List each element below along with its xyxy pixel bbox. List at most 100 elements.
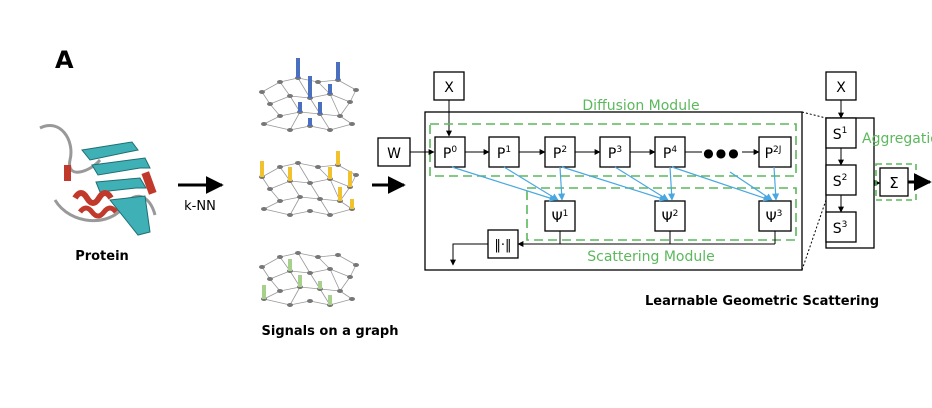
graph-node <box>315 255 321 259</box>
graph-edge <box>309 268 331 274</box>
graph-edge <box>329 93 341 117</box>
graph-edge <box>317 164 339 168</box>
graph-edge <box>339 101 351 117</box>
graph-node <box>327 128 333 132</box>
diffusion-node-p1: P1 <box>488 136 520 168</box>
graph-node <box>327 213 333 217</box>
graph-edge <box>289 210 311 216</box>
graph-edge <box>269 270 291 280</box>
graph-edge <box>329 178 351 188</box>
graph-edge <box>309 182 321 200</box>
graph-edge <box>349 264 357 278</box>
signal-graph-layer <box>259 58 359 132</box>
svg-text:P1: P1 <box>497 145 511 162</box>
signal-graphs <box>259 58 359 307</box>
graph-edge <box>309 300 331 306</box>
graph-edge <box>317 79 339 83</box>
signals-caption: Signals on a graph <box>262 324 399 339</box>
graph-edge <box>269 103 281 117</box>
graph-edge <box>261 166 281 178</box>
graph-edge <box>329 298 353 306</box>
agg-input-x: X <box>836 80 846 96</box>
scattering-module-box <box>526 187 797 241</box>
graph-edge <box>337 254 357 266</box>
svg-text:S2: S2 <box>833 173 848 190</box>
signal-stick <box>328 84 332 94</box>
graph-node <box>261 207 267 211</box>
graph-node <box>307 271 313 275</box>
graph-edge <box>289 95 311 99</box>
graph-node <box>261 122 267 126</box>
graph-edge <box>337 164 357 176</box>
diffusion-node-p2j: P2J <box>758 136 792 168</box>
graph-edge <box>263 115 281 125</box>
signal-stick <box>308 118 312 126</box>
diffusion-ellipsis: ●●● <box>703 146 740 160</box>
signal-stick <box>288 167 292 181</box>
graph-edge <box>263 298 291 306</box>
signal-stick <box>318 281 322 289</box>
graph-node <box>259 265 265 269</box>
signal-stick <box>318 102 322 114</box>
panel-letter: A <box>55 46 74 74</box>
signal-stick <box>336 62 340 80</box>
signal-graph-layer <box>259 251 359 307</box>
svg-text:P2J: P2J <box>765 145 782 162</box>
graph-edge <box>309 93 331 99</box>
graph-edge <box>279 196 301 202</box>
graph-edge <box>319 288 341 292</box>
graph-edge <box>263 123 291 131</box>
signal-stick <box>262 285 266 299</box>
psi-node-3: Ψ3 <box>758 200 792 232</box>
aggregation-module-box <box>875 163 917 201</box>
graph-edge <box>279 162 299 168</box>
norm-label: ‖·‖ <box>494 238 511 253</box>
graph-node <box>347 100 353 104</box>
graph-edge <box>261 91 271 105</box>
graph-node <box>277 255 283 259</box>
graph-edge <box>297 252 319 258</box>
graph-edge <box>297 162 311 184</box>
graph-edge <box>299 286 321 290</box>
graph-edge <box>289 180 301 198</box>
signal-stick <box>338 187 342 201</box>
graph-edge <box>299 111 321 115</box>
signal-stick <box>350 199 354 209</box>
graph-edge <box>279 252 299 258</box>
graph-edge <box>329 208 353 216</box>
signal-stick <box>260 161 264 177</box>
graph-edge <box>319 113 331 131</box>
graph-node <box>297 195 303 199</box>
graph-node <box>307 181 313 185</box>
signal-stick <box>298 102 302 112</box>
graph-node <box>277 80 283 84</box>
graph-edge <box>261 176 271 190</box>
graph-node <box>287 128 293 132</box>
graph-node <box>337 289 343 293</box>
graph-edge <box>289 300 311 306</box>
graph-node <box>335 253 341 257</box>
signal-stick <box>288 259 292 271</box>
graph-node <box>337 114 343 118</box>
norm-box <box>487 229 519 259</box>
graph-edge <box>261 256 281 268</box>
lgs-input-w-box <box>377 137 411 167</box>
graph-edge <box>319 198 331 216</box>
graph-edge <box>329 123 353 131</box>
graph-edge <box>339 276 351 292</box>
diffusion-module-label: Diffusion Module <box>582 98 699 114</box>
signal-stick <box>348 171 352 187</box>
graph-node <box>327 267 333 271</box>
graph-node <box>277 199 283 203</box>
graph-edge <box>309 125 331 131</box>
signal-stick <box>298 275 302 287</box>
signal-stick <box>336 151 340 165</box>
graph-node <box>267 277 273 281</box>
lgs-input-x-box <box>433 71 465 101</box>
agg-input-x-box <box>825 71 857 101</box>
agg-node-s1: S1 <box>825 117 857 149</box>
graph-edge <box>269 95 291 105</box>
graph-node <box>349 297 355 301</box>
signal-stick <box>308 76 312 98</box>
graph-edge <box>279 111 301 117</box>
